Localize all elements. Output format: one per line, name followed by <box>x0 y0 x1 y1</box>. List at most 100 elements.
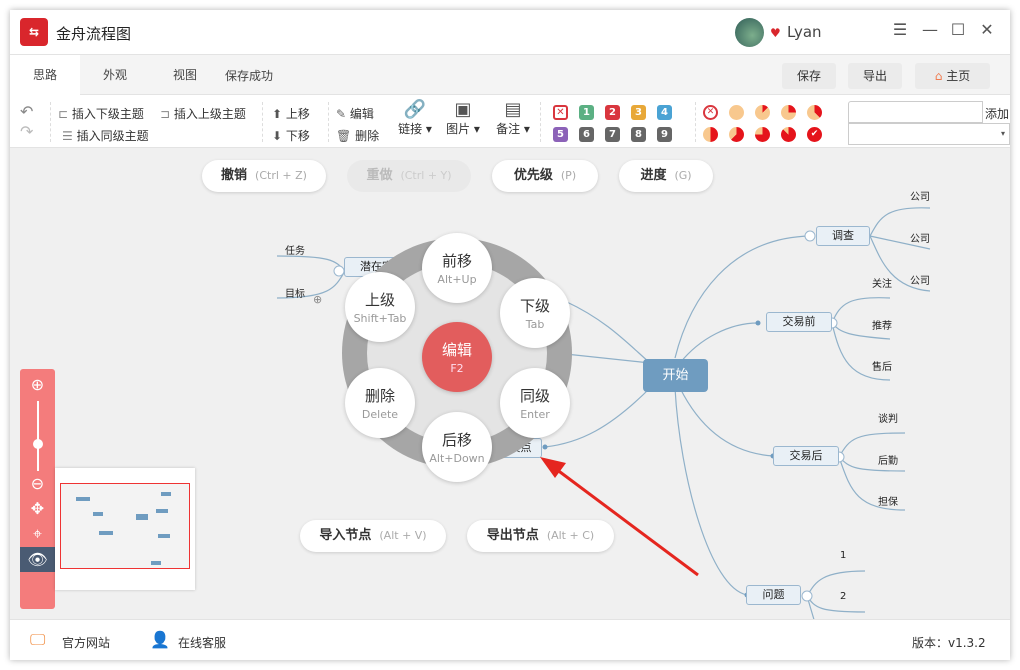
priority-7-icon[interactable]: 7 <box>605 127 620 142</box>
leaf[interactable]: 公司 <box>910 234 930 245</box>
priority-8-icon[interactable]: 8 <box>631 127 646 142</box>
image-label: 图片 <box>446 122 471 136</box>
delete-button[interactable]: 🗑 删除 <box>336 127 379 144</box>
progress-9-icon[interactable]: ✔ <box>807 127 822 142</box>
tab-appearance[interactable]: 外观 <box>102 68 127 82</box>
insert-sibling-icon: ☰ <box>62 129 77 143</box>
progress-3-icon[interactable] <box>781 105 796 120</box>
priority-3-icon[interactable]: 3 <box>631 105 646 120</box>
close-button[interactable]: ✕ <box>980 20 994 39</box>
zoom-slider-track[interactable] <box>37 401 39 471</box>
progress-2-icon[interactable] <box>755 105 770 120</box>
menu-icon[interactable]: ☰ <box>892 20 908 39</box>
minimap-viewport[interactable] <box>60 483 190 569</box>
leaf[interactable]: 公司 <box>910 192 930 203</box>
redo-icon[interactable]: ↷ <box>20 122 34 141</box>
leaf[interactable]: 关注 <box>872 279 892 290</box>
move-down-button[interactable]: ⬇ 下移 <box>272 127 310 144</box>
node-post-trade[interactable]: 交易后 <box>773 446 839 466</box>
progress-7-icon[interactable] <box>755 127 770 142</box>
tag-select[interactable]: ▾ <box>848 123 1010 145</box>
note-icon: ▤ <box>504 99 522 120</box>
leaf[interactable]: 公司 <box>910 276 930 287</box>
progress-4-icon[interactable] <box>807 105 822 120</box>
tab-view[interactable]: 视图 <box>172 68 197 82</box>
undo-icon[interactable]: ↶ <box>20 102 34 121</box>
edit-icon: ✎ <box>336 107 350 121</box>
leaf[interactable]: 目标 <box>285 289 305 300</box>
leaf[interactable]: 1 <box>840 550 847 561</box>
avatar[interactable] <box>735 18 764 47</box>
undo-pill[interactable]: 撤销(Ctrl + Z) <box>202 160 326 192</box>
node-pre-trade[interactable]: 交易前 <box>766 312 832 332</box>
priority-1-icon[interactable]: 1 <box>579 105 594 120</box>
progress-0-icon[interactable]: ✕ <box>703 105 718 120</box>
insert-parent-button[interactable]: ⊐ 插入上级主题 <box>160 105 246 122</box>
progress-8-icon[interactable] <box>781 127 796 142</box>
node-survey[interactable]: 调查 <box>816 226 870 246</box>
priority-6-icon[interactable]: 6 <box>579 127 594 142</box>
progress-5-icon[interactable] <box>703 127 718 142</box>
footer: 🖵 官方网站 👤 在线客服 版本：v1.3.2 <box>10 619 1010 660</box>
progress-1-icon[interactable] <box>729 105 744 120</box>
insert-sibling-button[interactable]: ☰ 插入同级主题 <box>62 127 149 144</box>
import-node-pill[interactable]: 导入节点(Alt + V) <box>300 520 446 552</box>
leaf[interactable]: 担保 <box>878 497 898 508</box>
username[interactable]: Lyan <box>787 23 822 41</box>
minimize-button[interactable]: — <box>922 20 938 39</box>
tag-input[interactable] <box>848 101 983 123</box>
zoom-slider-thumb[interactable] <box>33 439 43 449</box>
zoom-out-icon[interactable]: ⊖ <box>30 474 45 493</box>
tab-bar: 思路 外观 视图 保存成功 保存 导出 ⌂ 主页 <box>10 55 1010 96</box>
eye-icon[interactable]: 👁 <box>20 547 55 572</box>
leaf[interactable]: 售后 <box>872 362 892 373</box>
save-button[interactable]: 保存 <box>782 63 836 89</box>
leaf[interactable]: 后勤 <box>878 456 898 467</box>
leaf[interactable]: 推荐 <box>872 321 892 332</box>
move-icon[interactable]: ✥ <box>30 499 45 518</box>
link-button[interactable]: 🔗链接 ▾ <box>395 99 435 137</box>
priority-4-icon[interactable]: 4 <box>657 105 672 120</box>
priority-5-icon[interactable]: 5 <box>553 127 568 142</box>
minimap[interactable] <box>55 468 195 590</box>
center-target-icon[interactable]: ⌖ <box>32 524 42 543</box>
home-button[interactable]: ⌂ 主页 <box>915 63 990 89</box>
note-button[interactable]: ▤备注 ▾ <box>493 99 533 137</box>
priority-pill[interactable]: 优先级(P) <box>492 160 598 192</box>
progress-6-icon[interactable] <box>729 127 744 142</box>
edit-button[interactable]: ✎ 编辑 <box>336 105 374 122</box>
add-tag-button[interactable]: 添加 <box>985 107 1010 121</box>
priority-9-icon[interactable]: 9 <box>657 127 672 142</box>
move-up-button[interactable]: ⬆ 上移 <box>272 105 310 122</box>
maximize-button[interactable]: ☐ <box>950 20 966 39</box>
insert-child-button[interactable]: ⊏ 插入下级主题 <box>58 105 144 122</box>
priority-2-icon[interactable]: 2 <box>605 105 620 120</box>
leaf[interactable]: 2 <box>840 591 847 602</box>
delete-label: 删除 <box>355 129 380 143</box>
tab-mind[interactable]: 思路 <box>10 55 80 96</box>
support-link[interactable]: 在线客服 <box>178 636 227 650</box>
website-link[interactable]: 官方网站 <box>62 636 111 650</box>
redo-pill[interactable]: 重做(Ctrl + Y) <box>347 160 471 192</box>
divider <box>695 102 696 142</box>
priority-clear-icon[interactable]: ✕ <box>553 105 568 120</box>
arrow-up-icon: ⬆ <box>272 107 286 121</box>
zoom-in-icon[interactable]: ⊕ <box>30 375 45 394</box>
mindmap-canvas[interactable]: ⊕ 开始 调查 交易前 交易后 问题 潜在客户 特卖点 公司 公司 公司 关注 … <box>10 148 1010 619</box>
progress-pill[interactable]: 进度(G) <box>619 160 713 192</box>
leaf[interactable]: 任务 <box>285 246 305 257</box>
export-node-pill[interactable]: 导出节点(Alt + C) <box>467 520 614 552</box>
leaf[interactable]: 谈判 <box>878 414 898 425</box>
export-button[interactable]: 导出 <box>848 63 902 89</box>
root-node[interactable]: 开始 <box>643 359 708 392</box>
image-button[interactable]: ▣图片 ▾ <box>443 99 483 137</box>
app-title: 金舟流程图 <box>56 25 132 43</box>
node-issues[interactable]: 问题 <box>746 585 801 605</box>
